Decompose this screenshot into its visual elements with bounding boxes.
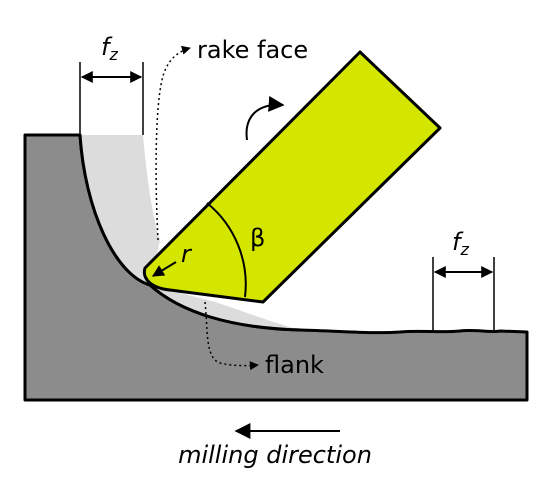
feed-label-left: fz <box>101 33 118 64</box>
chip-region-lower <box>150 285 300 330</box>
direction-label: milling direction <box>178 441 372 469</box>
radius-arrow <box>151 261 177 277</box>
machined-surface <box>78 134 301 332</box>
radius-label: r <box>181 240 193 268</box>
flank-leader <box>204 301 259 371</box>
rake-face-label: rake face <box>197 36 308 64</box>
wedge-angle-label: β <box>250 224 265 252</box>
rotation-arrow <box>245 95 285 141</box>
flank-label: flank <box>265 351 324 379</box>
rake-face-leader <box>155 45 191 241</box>
chip-region-upper <box>80 135 160 285</box>
wedge-angle-arc <box>206 202 247 298</box>
feed-label-right: fz <box>452 228 469 259</box>
tool <box>142 50 442 304</box>
